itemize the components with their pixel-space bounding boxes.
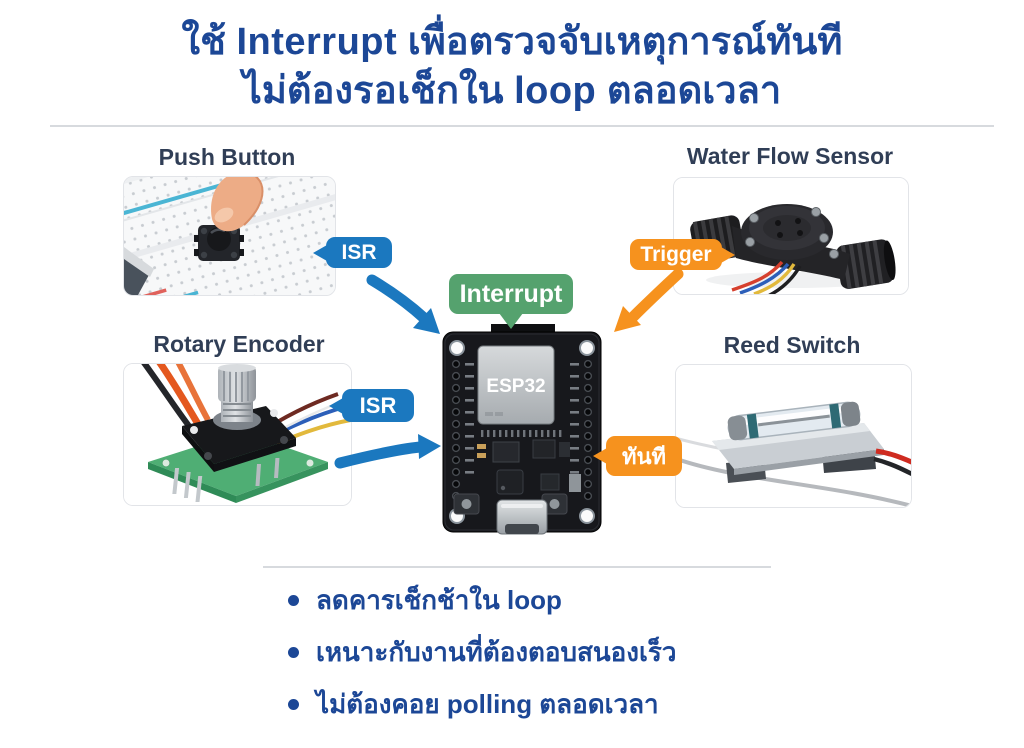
title-text: เพื่อตรวจจับเหตุการณ์ทันที (397, 21, 843, 63)
list-item: เหนาะกับงานที่ต้องตอบสนองเร็ว (288, 626, 676, 678)
reed-switch-photo (675, 364, 912, 508)
bullet-dot-icon (288, 646, 299, 658)
benefit-keyword-loop: loop (507, 584, 562, 615)
water-flow-sensor-illustration (674, 178, 908, 294)
benefit-text: ลดคารเช็กช้าใน loop (316, 580, 562, 621)
title-text: ไม่ต้อง (242, 70, 353, 112)
rotary-encoder-illustration (124, 364, 351, 505)
immediate-badge: ทันที (593, 436, 682, 476)
page-title: ใช้ Interrupt เพื่อตรวจจับเหตุการณ์ทันที… (0, 18, 1024, 116)
benefit-text: ไม่ต้องคอย polling ตลอดเวลา (316, 688, 659, 719)
interrupt-badge: Interrupt (449, 274, 573, 329)
title-text: ตลอดเวลา (596, 70, 782, 112)
push-button-photo (123, 176, 336, 296)
title-bold-thai: รอ (352, 70, 398, 112)
esp32-board-illustration: ESP32 (442, 324, 602, 535)
isr-badge-label: ISR (341, 240, 377, 264)
benefits-list: ลดคารเช็กช้าใน loop เหนาะกับงานที่ต้องตอ… (288, 574, 676, 730)
push-button-illustration (124, 177, 335, 295)
rotary-encoder-photo (123, 363, 352, 506)
blue-arrow-push-to-esp32-icon (366, 274, 440, 334)
benefit-text: เหนาะกับงานที่ต้องตอบสนองเร็ว (316, 636, 677, 667)
isr-badge-push: ISR (313, 237, 392, 268)
reed-switch-illustration (676, 365, 911, 507)
benefit-text-part: ลดคารเช็กช้าใน (316, 584, 507, 615)
title-keyword-loop: loop (514, 70, 597, 112)
title-text: ใช้ (181, 21, 237, 63)
blue-arrow-rotary-to-esp32-icon (334, 434, 441, 469)
isr-badge-label: ISR (359, 392, 397, 418)
bottom-divider (263, 566, 771, 568)
push-button-label: Push Button (158, 144, 296, 170)
orange-arrow-trigger-to-esp32-icon (614, 268, 684, 332)
esp32-board-photo: ESP32 (441, 324, 603, 536)
bullet-dot-icon (288, 594, 299, 606)
water-flow-sensor-photo (673, 177, 909, 295)
title-line-1: ใช้ Interrupt เพื่อตรวจจับเหตุการณ์ทันที (0, 18, 1024, 67)
top-divider (50, 125, 994, 127)
list-item: ลดคารเช็กช้าใน loop (288, 574, 676, 626)
trigger-badge: Trigger (630, 239, 735, 270)
trigger-badge-label: Trigger (640, 242, 712, 266)
water-flow-sensor-label: Water Flow Sensor (686, 143, 894, 169)
esp32-chip-label: ESP32 (486, 376, 545, 397)
rotary-encoder-label: Rotary Encoder (153, 331, 325, 357)
list-item: ไม่ต้องคอย polling ตลอดเวลา (288, 678, 676, 730)
title-line-2: ไม่ต้องรอเช็กใน loop ตลอดเวลา (0, 67, 1024, 116)
title-keyword-interrupt: Interrupt (236, 21, 398, 63)
reed-switch-label: Reed Switch (723, 332, 861, 358)
isr-badge-rotary: ISR (329, 389, 414, 422)
title-text: เช็กใน (397, 70, 515, 112)
interrupt-badge-label: Interrupt (459, 279, 563, 308)
immediate-badge-label: ทันที (621, 443, 667, 469)
bullet-dot-icon (288, 698, 299, 710)
